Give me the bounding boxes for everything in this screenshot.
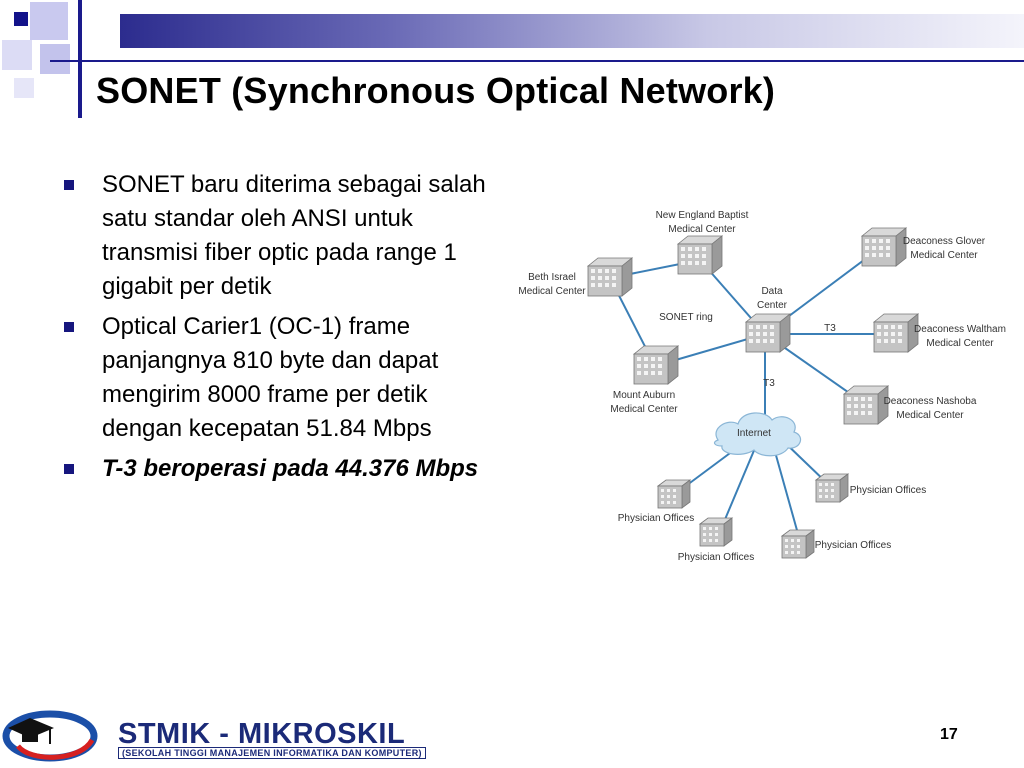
node-label: Medical Center (668, 224, 736, 235)
building-icon (657, 479, 691, 509)
building-icon (633, 345, 679, 385)
node-label: Medical Center (610, 404, 678, 415)
node-label: Deaconess Nashoba (884, 396, 977, 407)
link-label: T3 (763, 378, 775, 389)
node-label: Deaconess Glover (903, 236, 986, 247)
internet-cloud-icon (713, 412, 802, 457)
page-number: 17 (940, 726, 958, 743)
node-label: Medical Center (926, 338, 994, 349)
node-label: Physician Offices (815, 540, 892, 551)
bullet-list: SONET baru diterima sebagai salah satu s… (62, 168, 502, 492)
node-label: Physician Offices (678, 552, 755, 563)
stmik-logo (2, 710, 98, 762)
logo-text: STMIK - MIKROSKIL (118, 718, 406, 750)
bullet-square-icon (64, 180, 74, 190)
building-icon (843, 385, 889, 425)
internet-label: Internet (737, 428, 771, 439)
node-label: Center (757, 300, 788, 311)
sonet-ring-label: SONET ring (659, 312, 713, 323)
decor-square (14, 12, 28, 26)
node-label: Mount Auburn (613, 390, 675, 401)
decor-square (2, 40, 32, 70)
bullet-square-icon (64, 464, 74, 474)
link-label: T3 (824, 323, 836, 334)
decor-square (30, 2, 68, 40)
node-label: Physician Offices (850, 485, 927, 496)
node-label: Medical Center (896, 410, 964, 421)
node-label: Beth Israel (528, 272, 576, 283)
bullet-item: SONET baru diterima sebagai salah satu s… (62, 168, 502, 304)
sonet-network-diagram: New England Baptist Medical Center Beth … (518, 210, 1006, 563)
building-icon (699, 517, 733, 547)
bullet-item: T-3 beroperasi pada 44.376 Mbps (62, 452, 502, 486)
node-label: Medical Center (910, 250, 978, 261)
node-label: Physician Offices (618, 513, 695, 524)
building-icon (781, 529, 815, 559)
building-icon (861, 227, 907, 267)
building-icon (873, 313, 919, 353)
node-label: Data (761, 286, 783, 297)
bullet-text: T-3 beroperasi pada 44.376 Mbps (102, 455, 479, 482)
building-icon (587, 257, 633, 297)
header-horizontal-line (50, 60, 1024, 62)
header-gradient-bar (120, 14, 1024, 48)
bullet-text: SONET baru diterima sebagai salah satu s… (102, 171, 486, 300)
bullet-text: Optical Carier1 (OC-1) frame panjangnya … (102, 313, 439, 442)
bullet-item: Optical Carier1 (OC-1) frame panjangnya … (62, 310, 502, 446)
building-icon (815, 473, 849, 503)
logo-subtext: (SEKOLAH TINGGI MANAJEMEN INFORMATIKA DA… (118, 747, 426, 759)
decor-square (14, 78, 34, 98)
node-label: Deaconess Waltham (914, 324, 1006, 335)
header-vertical-line (78, 0, 82, 118)
building-icon (677, 235, 723, 275)
node-label: New England Baptist (656, 210, 749, 221)
slide-title: SONET (Synchronous Optical Network) (96, 70, 776, 111)
node-label: Medical Center (518, 286, 586, 297)
bullet-square-icon (64, 322, 74, 332)
building-icon (745, 313, 791, 353)
decor-square (40, 44, 70, 74)
